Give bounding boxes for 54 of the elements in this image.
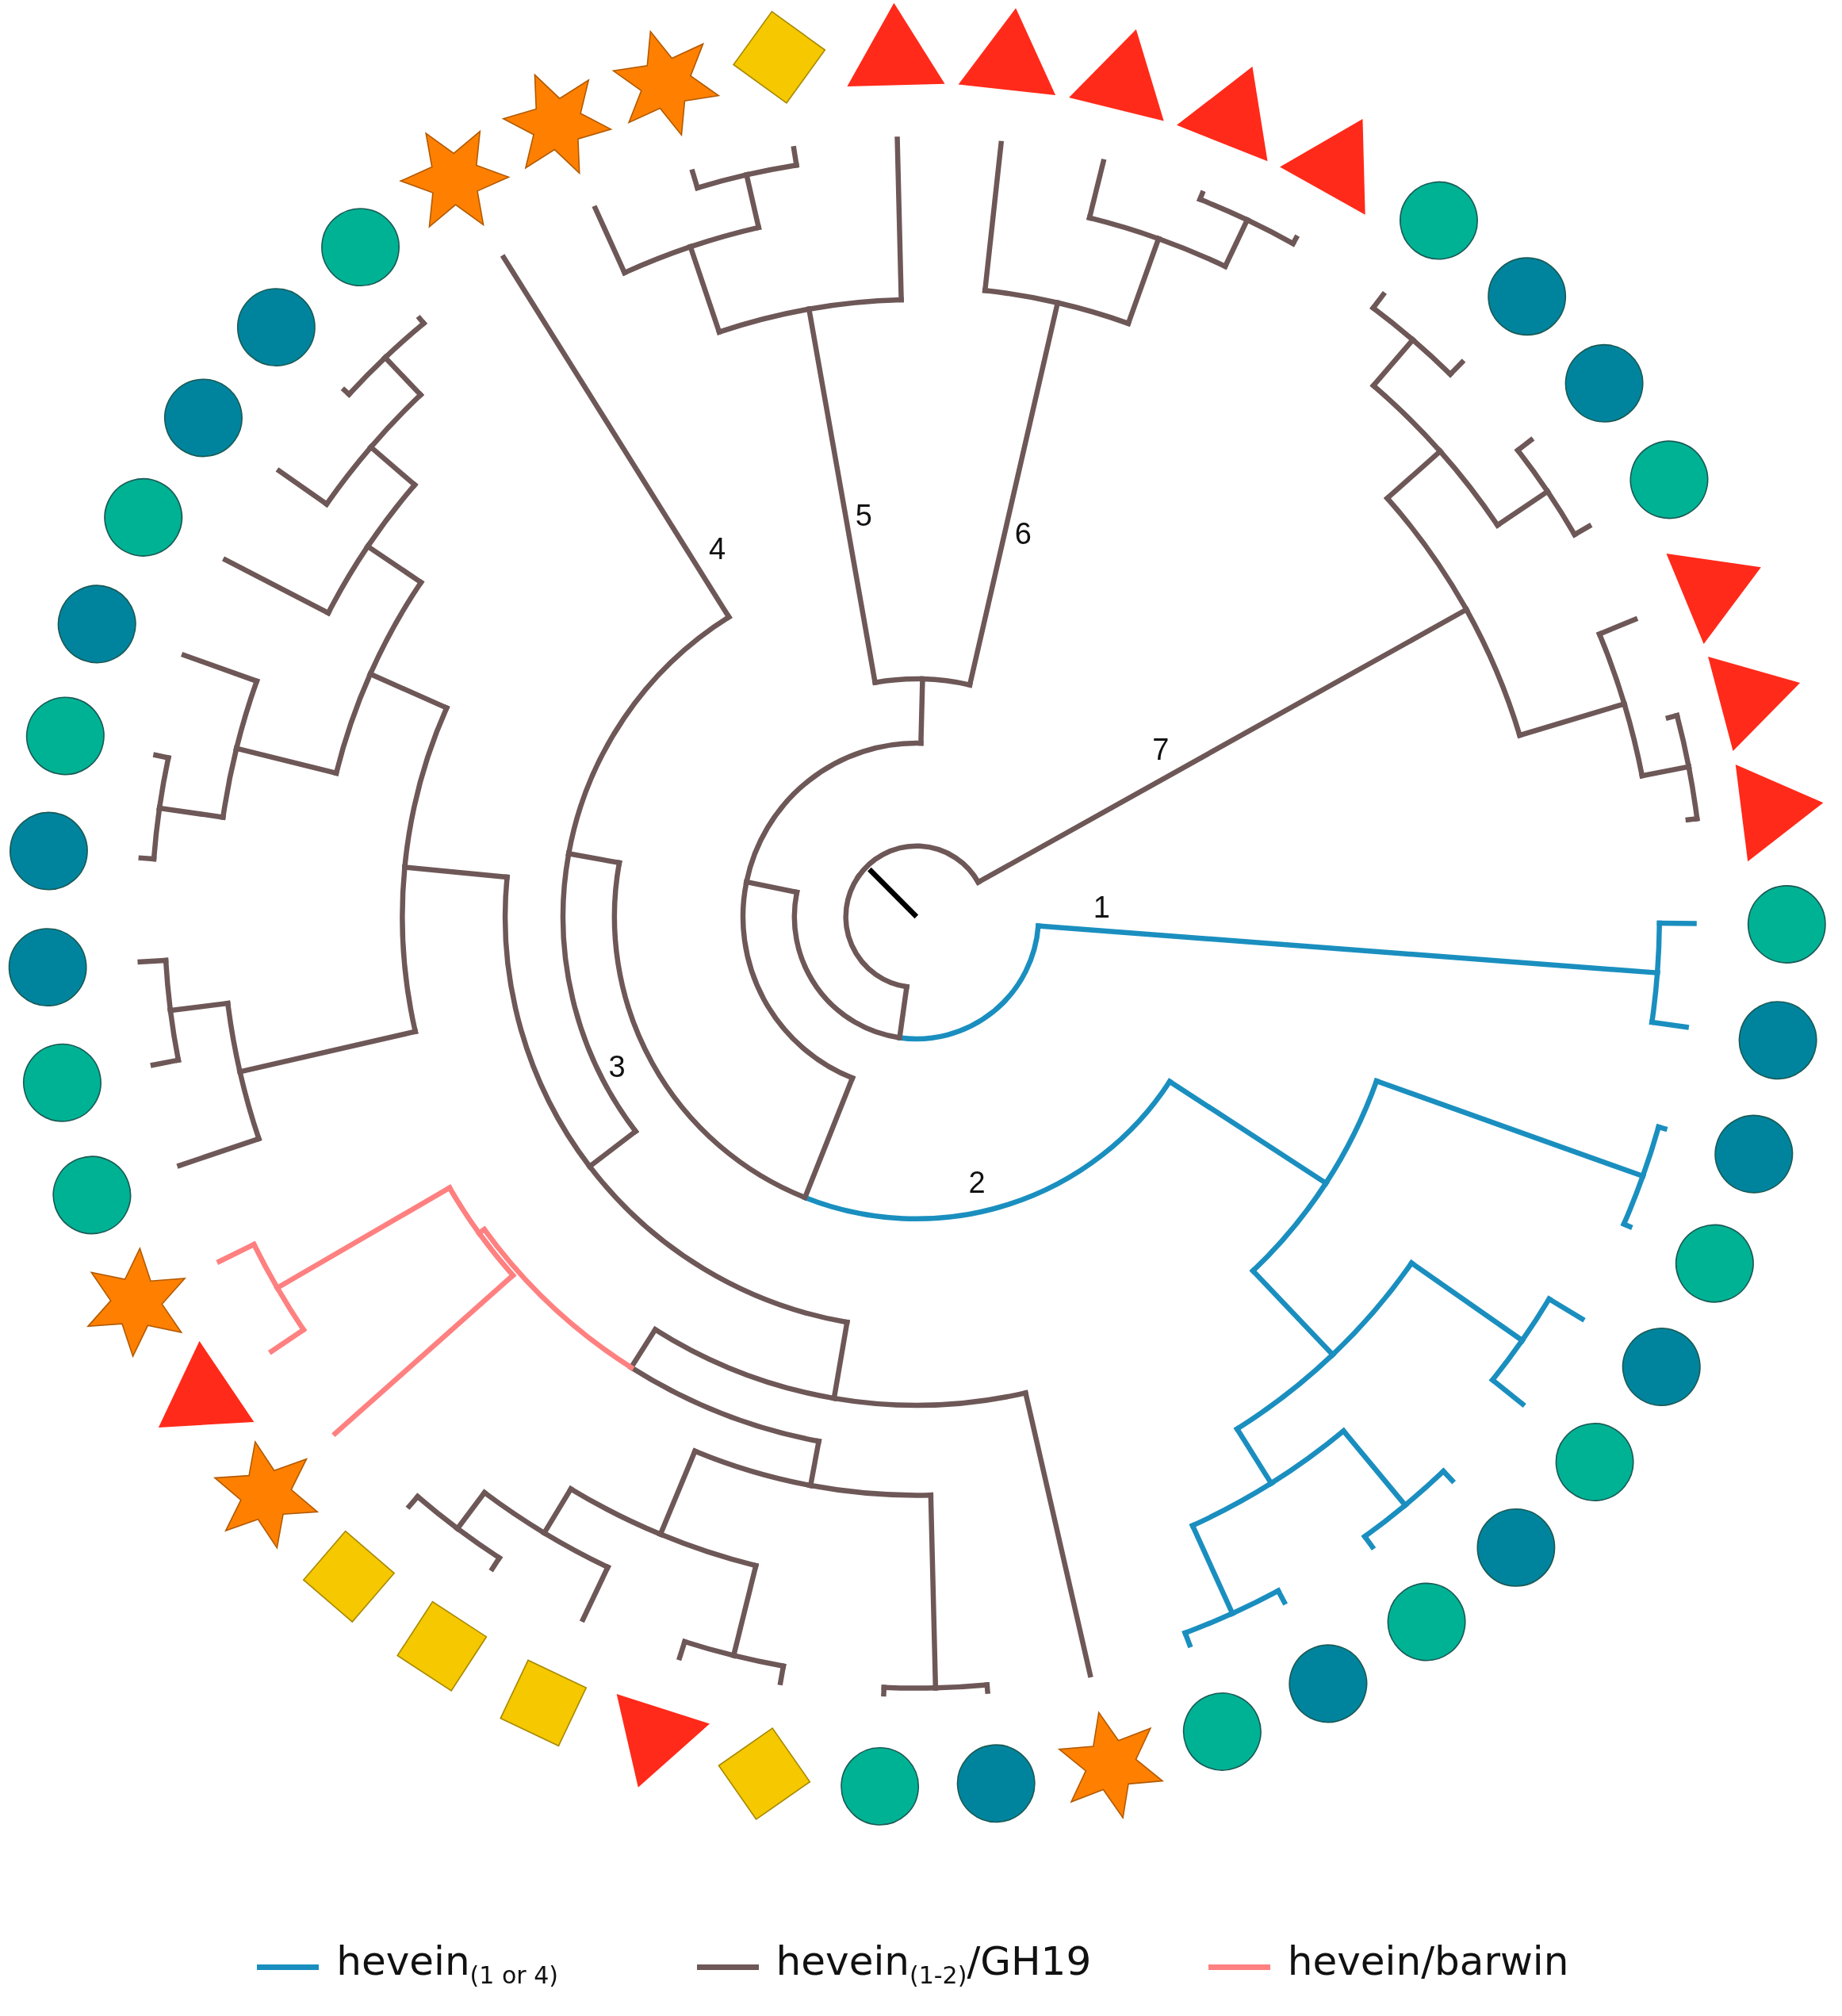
circle-marker xyxy=(1747,885,1826,964)
triangle-marker xyxy=(1069,29,1164,121)
circle-marker xyxy=(1387,1582,1466,1661)
circle-marker xyxy=(956,1744,1036,1823)
circle-marker xyxy=(104,478,183,557)
triangle-marker xyxy=(1666,554,1761,644)
star-marker xyxy=(501,73,613,175)
circle-marker xyxy=(57,584,136,664)
legend-label: hevein/barwin xyxy=(1287,1941,1569,1982)
triangle-marker xyxy=(958,8,1056,95)
triangle-marker xyxy=(1708,657,1801,752)
circle-marker xyxy=(1400,181,1478,260)
branch-number: 4 xyxy=(709,534,726,565)
circle-marker xyxy=(1488,257,1567,336)
branch-number: 7 xyxy=(1152,734,1170,765)
circle-marker xyxy=(1675,1224,1754,1303)
circle-marker xyxy=(1622,1328,1701,1406)
branch-number: 6 xyxy=(1014,518,1032,549)
star-marker xyxy=(611,29,721,137)
circle-marker xyxy=(1182,1692,1262,1771)
circle-marker xyxy=(1738,1001,1817,1080)
legend-label: hevein$_{(1 or 4)}$ xyxy=(336,1941,558,1988)
circle-marker xyxy=(52,1156,132,1235)
circle-marker xyxy=(1564,343,1644,423)
circle-marker xyxy=(8,928,87,1006)
circle-marker xyxy=(10,811,88,891)
legend-label: hevein$_{(1-2)}$/GH19 xyxy=(775,1941,1092,1988)
circle-marker xyxy=(236,288,316,367)
circle-marker xyxy=(164,378,243,458)
branch-number: 2 xyxy=(968,1167,986,1198)
triangle-marker xyxy=(1735,765,1824,862)
diamond-marker xyxy=(718,1727,811,1821)
circle-marker xyxy=(1555,1423,1634,1501)
branch-number: 3 xyxy=(608,1052,626,1083)
triangle-marker xyxy=(1176,67,1268,162)
triangle-marker xyxy=(158,1340,255,1428)
diamond-marker xyxy=(732,10,826,104)
star-marker xyxy=(86,1247,186,1359)
triangle-marker xyxy=(1280,119,1365,215)
branch-number: 5 xyxy=(855,500,872,531)
circle-marker xyxy=(841,1747,920,1826)
triangle-marker xyxy=(847,2,945,86)
branch-number: 1 xyxy=(1093,892,1110,923)
circle-marker xyxy=(1289,1644,1368,1723)
circle-marker xyxy=(1629,440,1709,519)
circle-marker xyxy=(321,208,400,287)
circle-marker xyxy=(1714,1114,1794,1194)
star-marker xyxy=(399,129,511,228)
star-marker xyxy=(1057,1711,1165,1820)
circle-marker xyxy=(23,1043,101,1122)
circle-marker xyxy=(1476,1508,1556,1587)
triangle-marker xyxy=(616,1694,710,1788)
star-marker xyxy=(213,1440,320,1550)
circle-marker xyxy=(26,696,105,776)
